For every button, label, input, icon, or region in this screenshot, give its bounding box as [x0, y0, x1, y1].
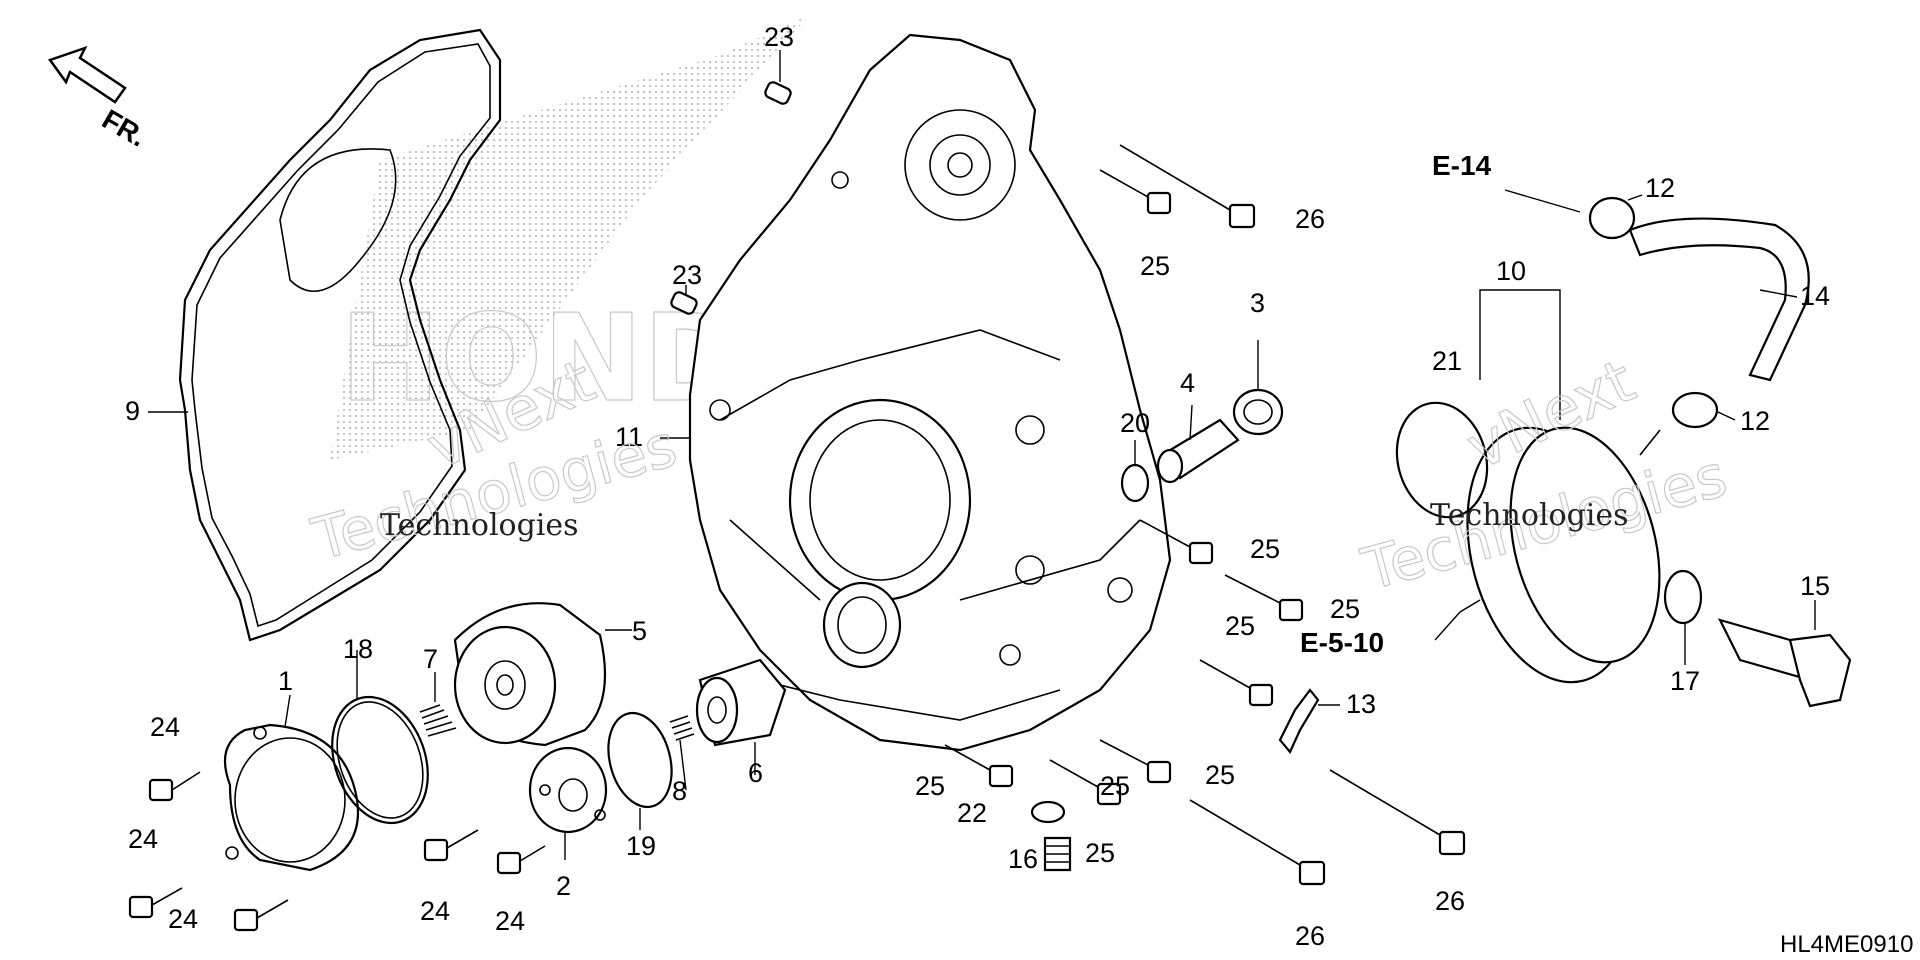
callout-1: 1 [278, 666, 293, 696]
oil-cooler-10 [1459, 426, 1661, 684]
washer-17 [1663, 569, 1703, 625]
callout-3: 3 [1250, 288, 1265, 318]
oil-filter-5 [453, 602, 607, 747]
cap-3 [1232, 388, 1284, 436]
bolt-24-c [233, 899, 289, 932]
callout-25-c: 25 [1330, 594, 1360, 624]
callout-20: 20 [1120, 408, 1150, 438]
callout-22: 22 [957, 798, 987, 828]
callout-16: 16 [1008, 844, 1038, 874]
callout-25-d: 25 [1225, 611, 1255, 641]
callout-19: 19 [626, 831, 656, 861]
oil-filter-cover-1 [223, 723, 360, 872]
bolt-24-b [128, 887, 183, 919]
bolt-15 [1717, 618, 1852, 708]
callout-24-d: 24 [420, 896, 450, 926]
bolt-24-a [148, 771, 201, 802]
bolt-25-low3 [1099, 739, 1172, 784]
callout-6: 6 [748, 758, 763, 788]
callout-13: 13 [1346, 689, 1376, 719]
callout-17: 17 [1670, 666, 1700, 696]
bolt-25-mid2 [1224, 574, 1304, 622]
bolt-25-mid3 [1199, 659, 1274, 707]
bolt-25-top [1099, 169, 1172, 215]
watermark-small-right: Technologies [1430, 498, 1629, 533]
bolt-25-low1 [944, 744, 1014, 788]
callout-12-top: 12 [1645, 173, 1675, 203]
crankcase-cover-11 [688, 33, 1172, 752]
bolt-26-low2 [1329, 769, 1466, 856]
cross-ref-e510[interactable]: E-5-10 [1300, 627, 1384, 658]
front-direction-arrow: FR. [47, 45, 152, 153]
spring-7 [419, 704, 457, 737]
diagram-code: HL4ME0910 [1780, 931, 1913, 958]
leader-lines [148, 50, 1816, 860]
callout-26-a: 26 [1295, 204, 1325, 234]
bolt-24-e [496, 845, 546, 875]
bolt-26-top [1119, 144, 1256, 229]
hose-14 [1628, 217, 1810, 382]
watermark-wing [330, 15, 810, 460]
callout-14: 14 [1800, 281, 1830, 311]
spring-8 [669, 715, 695, 741]
bolt-25-low2 [1049, 759, 1122, 806]
callout-4: 4 [1180, 368, 1195, 398]
callout-8: 8 [672, 776, 687, 806]
callout-21: 21 [1432, 346, 1462, 376]
callout-24-c: 24 [168, 904, 198, 934]
callout-7: 7 [423, 644, 438, 674]
callout-9: 9 [125, 396, 140, 426]
callout-23-mid: 23 [672, 260, 702, 290]
callout-10: 10 [1496, 256, 1526, 286]
sleeve-6 [695, 658, 787, 747]
callout-25-e: 25 [1205, 760, 1235, 790]
o-ring-21 [1395, 401, 1489, 519]
callout-24-a: 24 [150, 712, 180, 742]
cross-ref-e14[interactable]: E-14 [1432, 150, 1492, 181]
callout-11: 11 [615, 422, 643, 452]
dowel-pin-23-a [764, 81, 792, 105]
clamp-12-bottom [1671, 391, 1719, 429]
watermark-small-left: Technologies [380, 508, 579, 543]
callout-26-c: 26 [1435, 886, 1465, 916]
o-ring-18 [331, 695, 429, 825]
clip-13 [1278, 688, 1320, 755]
callout-26-b: 26 [1295, 921, 1325, 951]
front-direction-label: FR. [97, 103, 152, 152]
washer-22 [1030, 800, 1066, 824]
callout-23-top: 23 [764, 22, 794, 52]
callout-2: 2 [556, 871, 571, 901]
bolt-24-d [423, 829, 479, 862]
callout-24-b: 24 [128, 824, 158, 854]
callout-24-e: 24 [495, 906, 525, 936]
drain-plug-16 [1043, 836, 1072, 872]
callout-25-g: 25 [1085, 838, 1115, 868]
bolt-26-low1 [1189, 799, 1326, 886]
callout-25-b: 25 [1250, 534, 1280, 564]
pipe-4 [1156, 418, 1240, 484]
clamp-12-top [1588, 196, 1636, 240]
callout-18: 18 [343, 634, 373, 664]
dowel-pin-23-b [670, 291, 698, 315]
bolt-25-mid1 [1139, 519, 1214, 565]
callout-12-bottom: 12 [1740, 406, 1770, 436]
plate-2 [528, 746, 608, 834]
callout-25-a: 25 [1140, 251, 1170, 281]
callout-25-h: 25 [1100, 771, 1130, 801]
o-ring-19 [607, 711, 673, 809]
callout-5: 5 [632, 616, 647, 646]
gasket-9 [178, 28, 502, 642]
callout-25-f: 25 [915, 771, 945, 801]
callout-15: 15 [1800, 571, 1830, 601]
